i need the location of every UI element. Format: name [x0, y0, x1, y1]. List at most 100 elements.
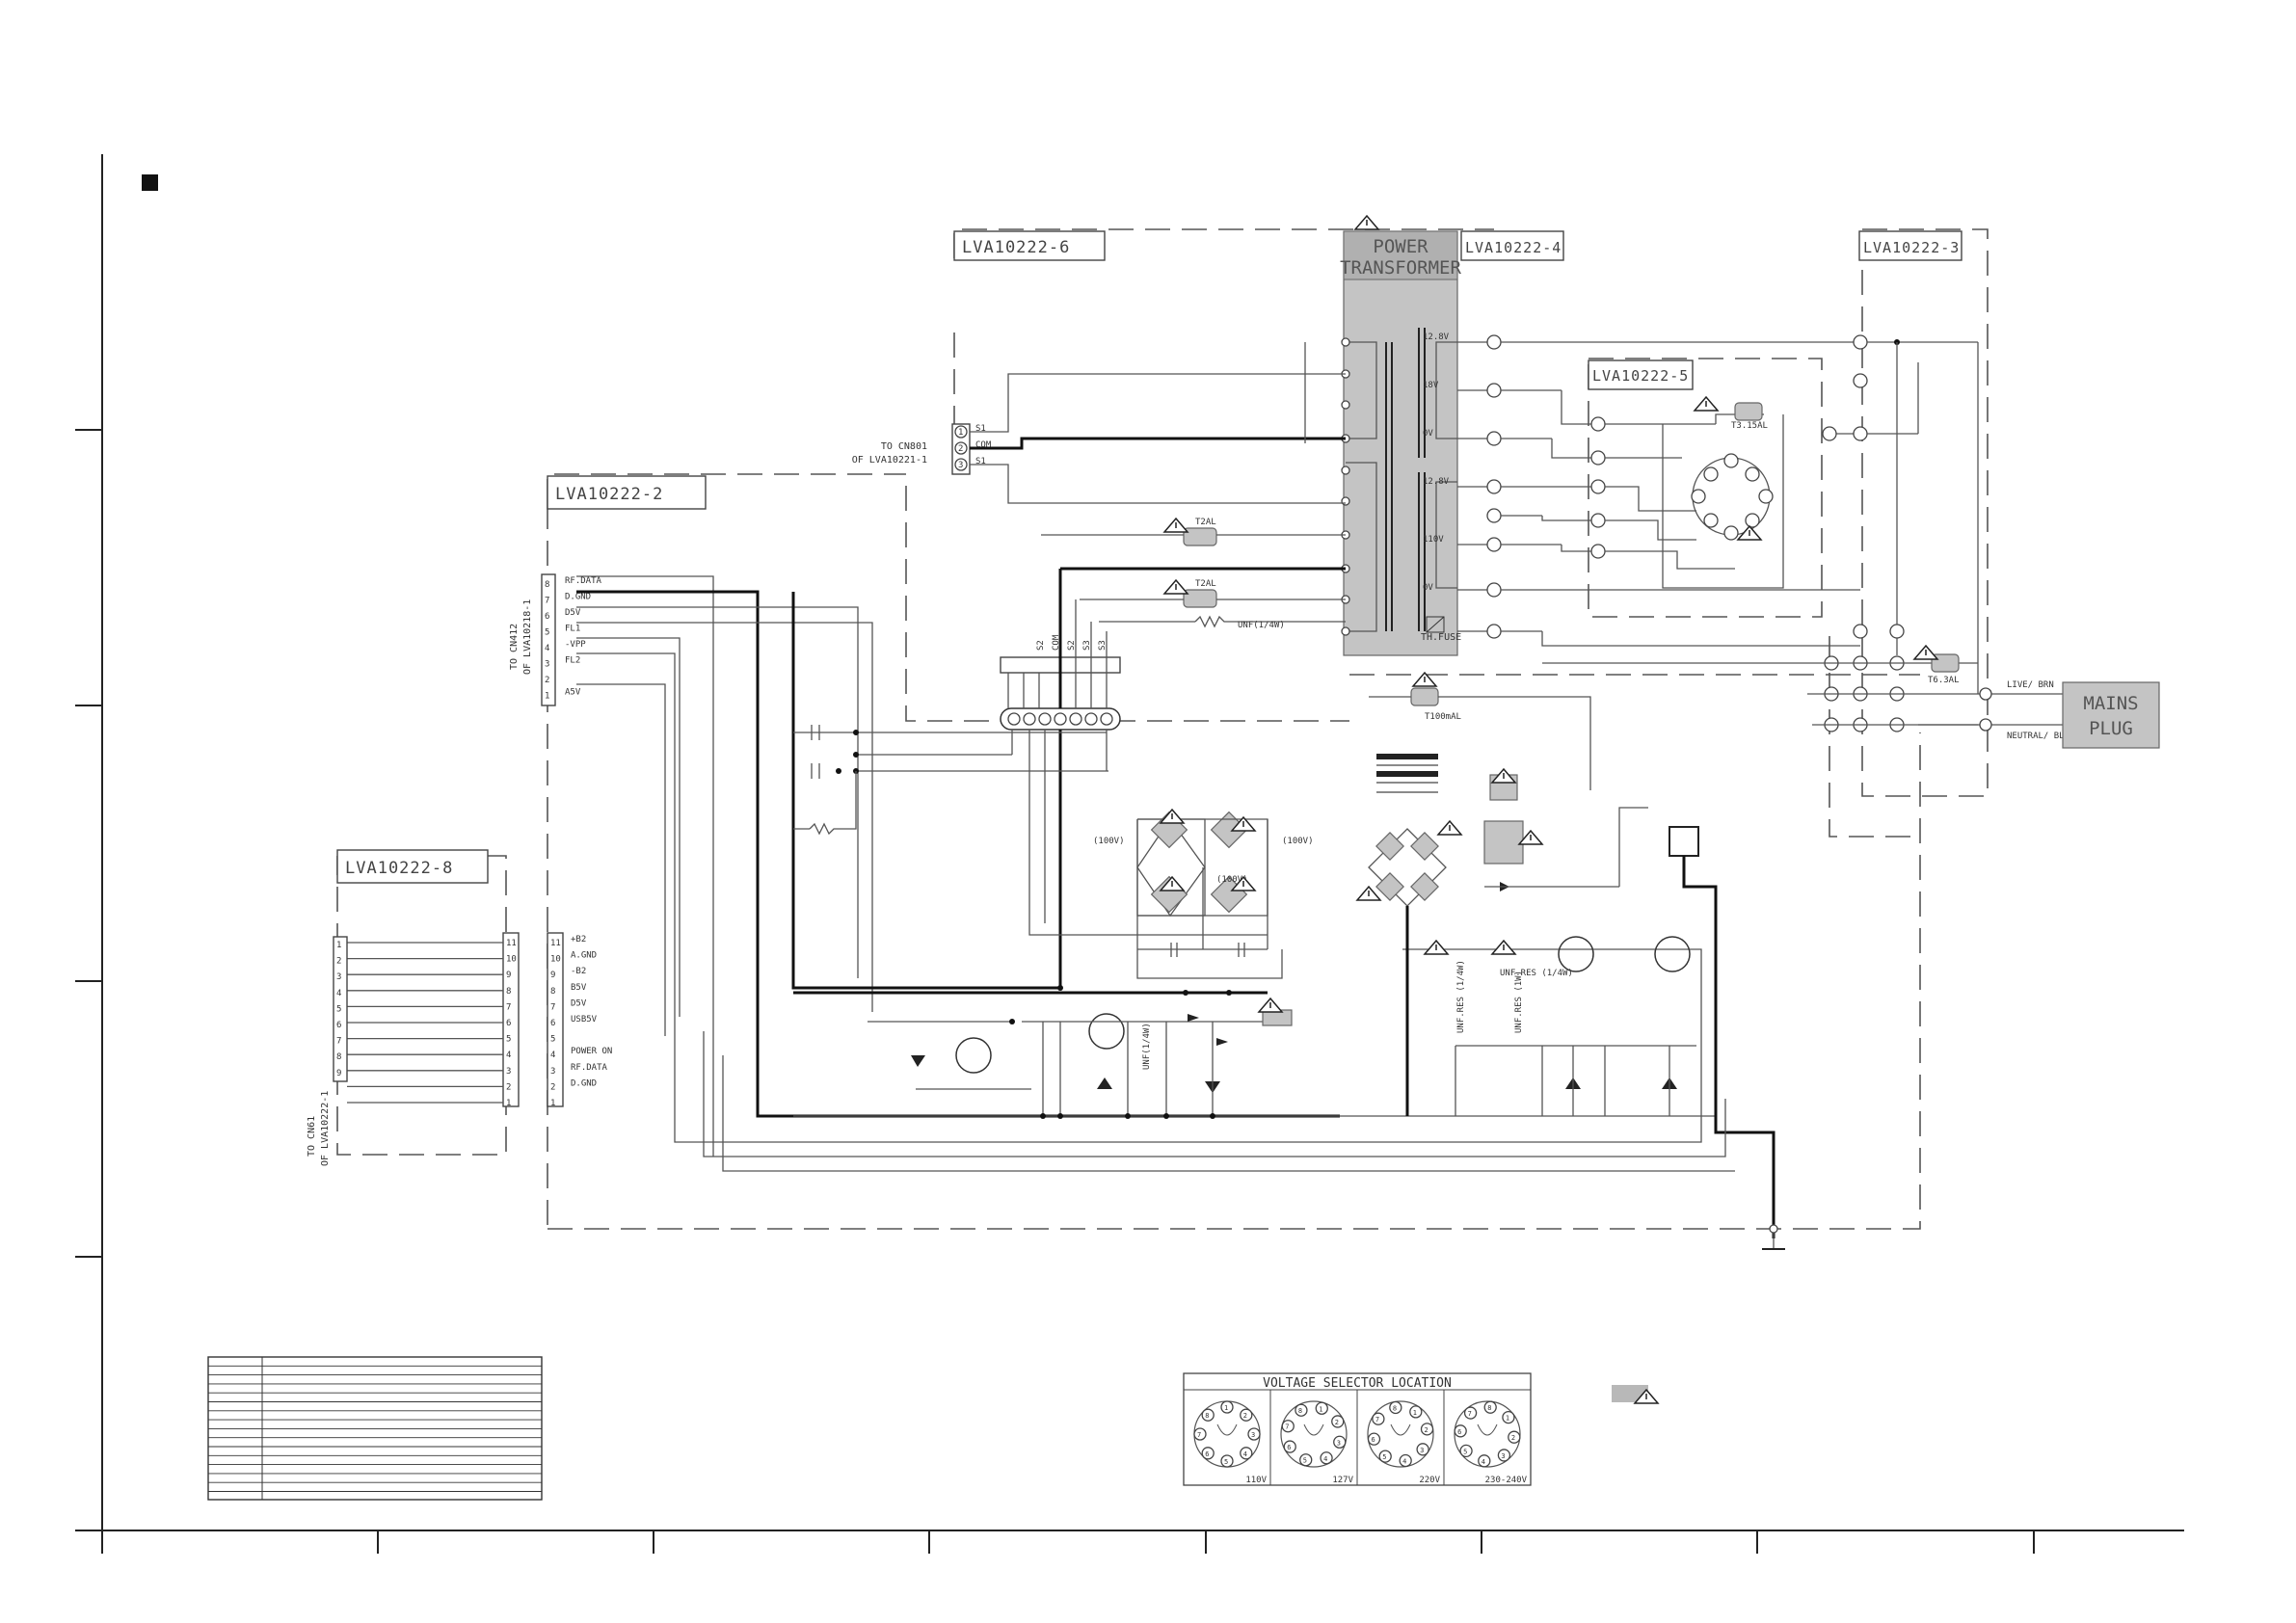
board-label-b8	[336, 849, 489, 884]
cn412-pin-number: 5	[545, 628, 549, 638]
cn-b8-left-pin-number: 8	[506, 987, 511, 997]
tap-1: 18V	[1423, 381, 1439, 390]
cn-b8-pin-number: 11	[550, 939, 561, 948]
board-label-b8-text: LVA10222-8	[345, 859, 453, 878]
svg-text:1: 1	[958, 428, 963, 438]
selector-dial-pin-number: 3	[1501, 1452, 1505, 1460]
board-label-b2	[547, 475, 707, 510]
cn-b8-left-pin-number: 3	[506, 1067, 511, 1077]
selector-dial-pin	[1416, 1443, 1429, 1456]
cn-b8-left-pin-number: 6	[506, 1019, 511, 1028]
neutral-label: NEUTRAL/ BLU	[2007, 732, 2069, 741]
cn61-pin-number: 2	[336, 957, 341, 967]
selector-dial-pin	[1299, 1453, 1313, 1467]
cn412-pin-label: FL1	[565, 625, 580, 634]
board-label-b2-text: LVA10222-2	[555, 485, 663, 504]
to-cn61-line2: OF LVA10222-1	[320, 1091, 331, 1166]
transformer-title-2: TRANSFORMER	[1340, 257, 1461, 279]
cn-b8-pin-label: D5V	[571, 998, 587, 1008]
selector-dial-pin	[1333, 1435, 1347, 1449]
selector-dial-link	[1216, 1423, 1238, 1436]
selector-dial-pin-number: 7	[1468, 1410, 1472, 1418]
selector-pos-4: 230-240V	[1485, 1476, 1528, 1485]
cn61-pin-number: 4	[336, 989, 341, 998]
selector-dial-pin	[1372, 1412, 1385, 1425]
live-label: LIVE/ BRN	[2007, 680, 2054, 690]
cn412-pin-number: 1	[545, 692, 549, 702]
selector-dial-pin-number: 5	[1303, 1457, 1307, 1465]
cn61-pin-number: 6	[336, 1021, 341, 1030]
legend-table	[207, 1356, 543, 1501]
cn-b8-left-pin-number: 9	[506, 971, 511, 980]
selector-dial-pin-number: 6	[1205, 1450, 1209, 1458]
jumper-label-5: S3	[1098, 640, 1108, 651]
svg-text:3: 3	[958, 461, 963, 470]
mains-plug: MAINS PLUG	[2062, 681, 2160, 749]
regulator-section-2: T100mAL UNF.RES (1/4W) UNF.RES (1/4W) UN…	[674, 687, 1785, 1250]
cn-b8-pin-number: 5	[550, 1035, 555, 1045]
jumper-label-3: S2	[1067, 640, 1077, 651]
to-cn412-line2: OF LVA10218-1	[522, 599, 533, 675]
cn-b8-pin-label: RF.DATA	[571, 1063, 608, 1073]
tap-3: 12.8V	[1423, 477, 1450, 487]
cn-b8-pin-number: 4	[550, 1051, 555, 1060]
selector-dial-pin-number: 8	[1205, 1412, 1209, 1420]
cn-b8-pin-label: -B2	[571, 967, 586, 976]
selector-dial-pin-number: 4	[1402, 1458, 1406, 1466]
mains-plug-text-1: MAINS	[2083, 693, 2138, 714]
fuse-t63-label: T6.3AL	[1928, 676, 1960, 685]
to-cn801-line2: OF LVA10221-1	[852, 455, 927, 466]
selector-dial-pin-number: 8	[1298, 1407, 1302, 1415]
selector-dial-pin	[1240, 1408, 1253, 1422]
connector-cn801: 123 S1 COM S1 TO CN801 OF LVA10221-1	[852, 373, 1346, 504]
selector-pos-3: 220V	[1419, 1476, 1440, 1485]
cap-rating-1: (100V)	[1093, 837, 1125, 846]
secondary-taps: 12.8V 18V 0V 12.8V 110V 0V	[1423, 333, 1868, 639]
selector-dial-pin-number: 5	[1463, 1448, 1467, 1455]
unf-label-5: UNF.RES (1W)	[1514, 971, 1524, 1033]
warning-icons	[1159, 214, 1939, 1404]
selector-dial-pin	[1201, 1447, 1215, 1460]
fuse-t315-label: T3.15AL	[1731, 421, 1768, 431]
to-cn61-line1: TO CN61	[307, 1116, 317, 1157]
cn801-pin-1: S1	[975, 424, 986, 434]
selector-dial-pin-number: 2	[1243, 1412, 1247, 1420]
selector-dial-pin-number: 5	[1382, 1453, 1386, 1461]
selector-dial	[1367, 1400, 1434, 1468]
cn61-pin-number: 1	[336, 941, 341, 950]
unf-label-3: UNF.RES (1/4W)	[1456, 960, 1466, 1033]
fuse-t2a-1	[1183, 527, 1217, 546]
cn-b8-pin-number: 10	[550, 955, 561, 965]
selector-dial-pin	[1320, 1451, 1333, 1465]
selector-dial-pin-number: 3	[1420, 1447, 1424, 1454]
power-transformer: POWER TRANSFORMER TH.FUSE	[1340, 230, 1461, 656]
cn-b8-left-pin-number: 10	[506, 955, 517, 965]
cn61-pin-number: 3	[336, 972, 341, 982]
selector-dial-pin-number: 2	[1425, 1426, 1428, 1434]
mains-input-block: T6.3AL LIVE/ BRN NEUTRAL/ BLU	[1541, 339, 2069, 741]
selector-dial-pin	[1454, 1424, 1467, 1438]
cn-b8-pin-number: 2	[550, 1082, 555, 1092]
selector-dial-pin	[1193, 1427, 1207, 1441]
cn-b8-pin-label: D.GND	[571, 1078, 597, 1088]
regulator-section-1: UNF(1/4W)	[793, 985, 1293, 1119]
board-label-b3	[1858, 230, 1962, 261]
selector-dial-pin-number: 1	[1224, 1404, 1228, 1412]
cn61-pin-number: 9	[336, 1069, 341, 1078]
selector-dial-pin	[1409, 1405, 1423, 1419]
cn-b8-left-pin-number: 11	[506, 939, 517, 948]
selector-dial-pin-number: 5	[1224, 1458, 1228, 1466]
cn412-pin-label: FL2	[565, 656, 580, 666]
selector-dial-pin	[1459, 1444, 1473, 1458]
jumper-label-4: S3	[1082, 640, 1092, 651]
selector-pos-1: 110V	[1245, 1476, 1267, 1485]
primary-fuses: T2AL T2AL UNF(1/4W)	[1041, 342, 1346, 630]
selector-dial-pin	[1483, 1400, 1497, 1414]
to-cn801-line1: TO CN801	[881, 441, 927, 452]
jumper-connector: S2 COM S2 S3 S3	[1000, 569, 1121, 731]
selector-dial-pin	[1281, 1420, 1295, 1433]
selector-dial-pin	[1502, 1410, 1515, 1424]
cn-b8-pin-label: B5V	[571, 983, 587, 993]
